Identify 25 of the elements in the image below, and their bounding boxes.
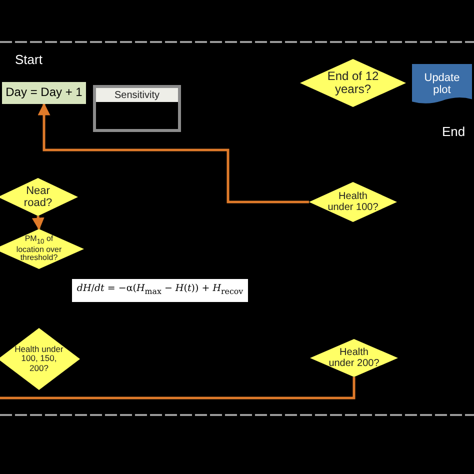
node-label: Health under 200? [328, 347, 380, 369]
node-label: Health under 100? [326, 191, 380, 213]
node-label: Sensitivity [114, 90, 160, 100]
decision-diamond [0, 229, 84, 269]
equation: dH/dt = −α(H$_{max}$ − H(t)) + H$_{recov}$ [76, 284, 244, 297]
arrow [38, 102, 309, 204]
process-box [2, 82, 86, 104]
sensitivity-panel [93, 85, 181, 132]
decision-diamond [0, 178, 78, 216]
node-label: Update plot [423, 72, 461, 96]
arrow [32, 216, 44, 230]
decision-diamond [0, 328, 80, 390]
text-label: End [442, 124, 466, 139]
node-label: PM$_{10}$ of location over threshold? [15, 234, 63, 264]
decision-diamond [310, 339, 398, 377]
node-label: Near road? [22, 184, 54, 210]
decision-diamond [300, 59, 406, 107]
node-label: End of 12 years? [326, 70, 380, 96]
connector-line [0, 377, 356, 400]
document-shape [412, 64, 472, 104]
equation-box [72, 279, 248, 302]
node-label: Health under 100, 150, 200? [14, 344, 64, 374]
node-label: Day = Day + 1 [6, 86, 82, 100]
text-label: Start [15, 52, 42, 67]
decision-diamond [309, 182, 397, 222]
